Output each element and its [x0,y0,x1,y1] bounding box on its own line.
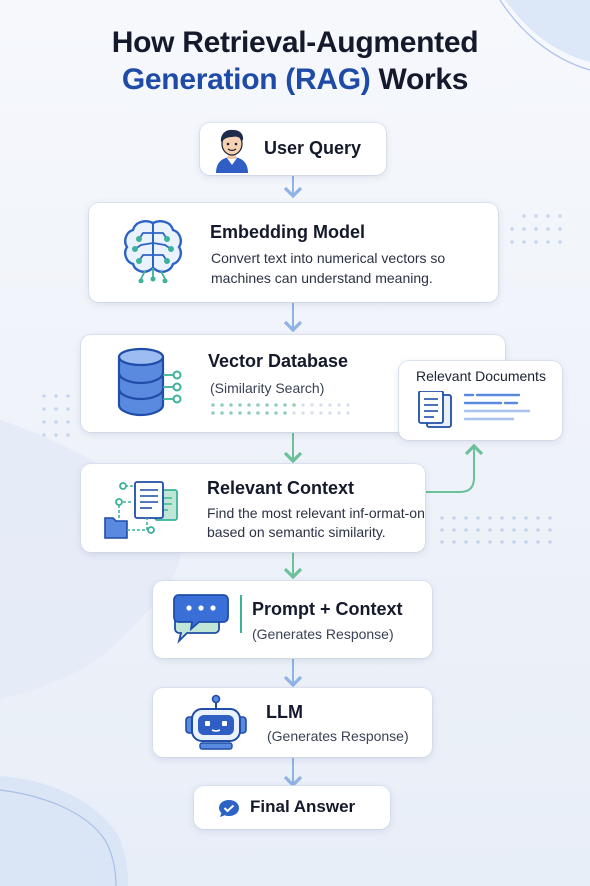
documents-icon [418,391,531,428]
relevant-documents-title: Relevant Documents [416,368,546,384]
final-answer-label: Final Answer [250,797,356,816]
title-highlight: Generation (RAG) [121,63,371,96]
relevant-context-card: Relevant Context Find the most relevant … [81,464,425,552]
user-avatar-icon [216,129,248,173]
prompt-context-title: Prompt + Context [252,599,403,619]
embedding-model-card: Embedding Model Convert text into numeri… [89,203,498,302]
user-query-card: User Query [200,123,386,175]
title-rest: Works [378,63,469,96]
robot-icon [185,694,247,750]
vector-database-title: Vector Database [208,351,349,371]
embedding-model-desc-line-2: machines can understand meaning. [211,270,433,286]
embedding-model-desc-line-1: Convert text into numerical vectors so [211,250,446,266]
database-icon [117,347,182,417]
context-network-icon [104,481,178,539]
prompt-context-card: Prompt + Context (Generates Response) [153,581,432,658]
llm-title: LLM [266,702,303,722]
llm-card: LLM (Generates Response) [153,688,432,757]
chat-check-icon [219,800,239,817]
chat-bubbles-icon [173,594,242,644]
vector-database-subtitle: (Similarity Search) [210,380,325,396]
relevant-context-desc-line-2: based on semantic similarity. [207,524,386,540]
embedding-model-title: Embedding Model [210,222,365,242]
user-query-label: User Query [264,138,362,158]
llm-subtitle: (Generates Response) [267,728,409,744]
relevant-context-desc-line-1: Find the most relevant inf-ormat-on [207,505,425,521]
arrow-context-to-documents [426,443,484,493]
relevant-context-title: Relevant Context [207,478,355,498]
similarity-dots [211,403,350,415]
prompt-context-subtitle: (Generates Response) [252,626,394,642]
brain-circuit-icon [124,220,182,283]
final-answer-card: Final Answer [194,786,390,829]
relevant-documents-card: Relevant Documents [399,361,562,440]
page-title-line-2: Generation (RAG) Works [0,63,590,97]
page-title-line-1: How Retrieval-Augmented [111,26,479,59]
